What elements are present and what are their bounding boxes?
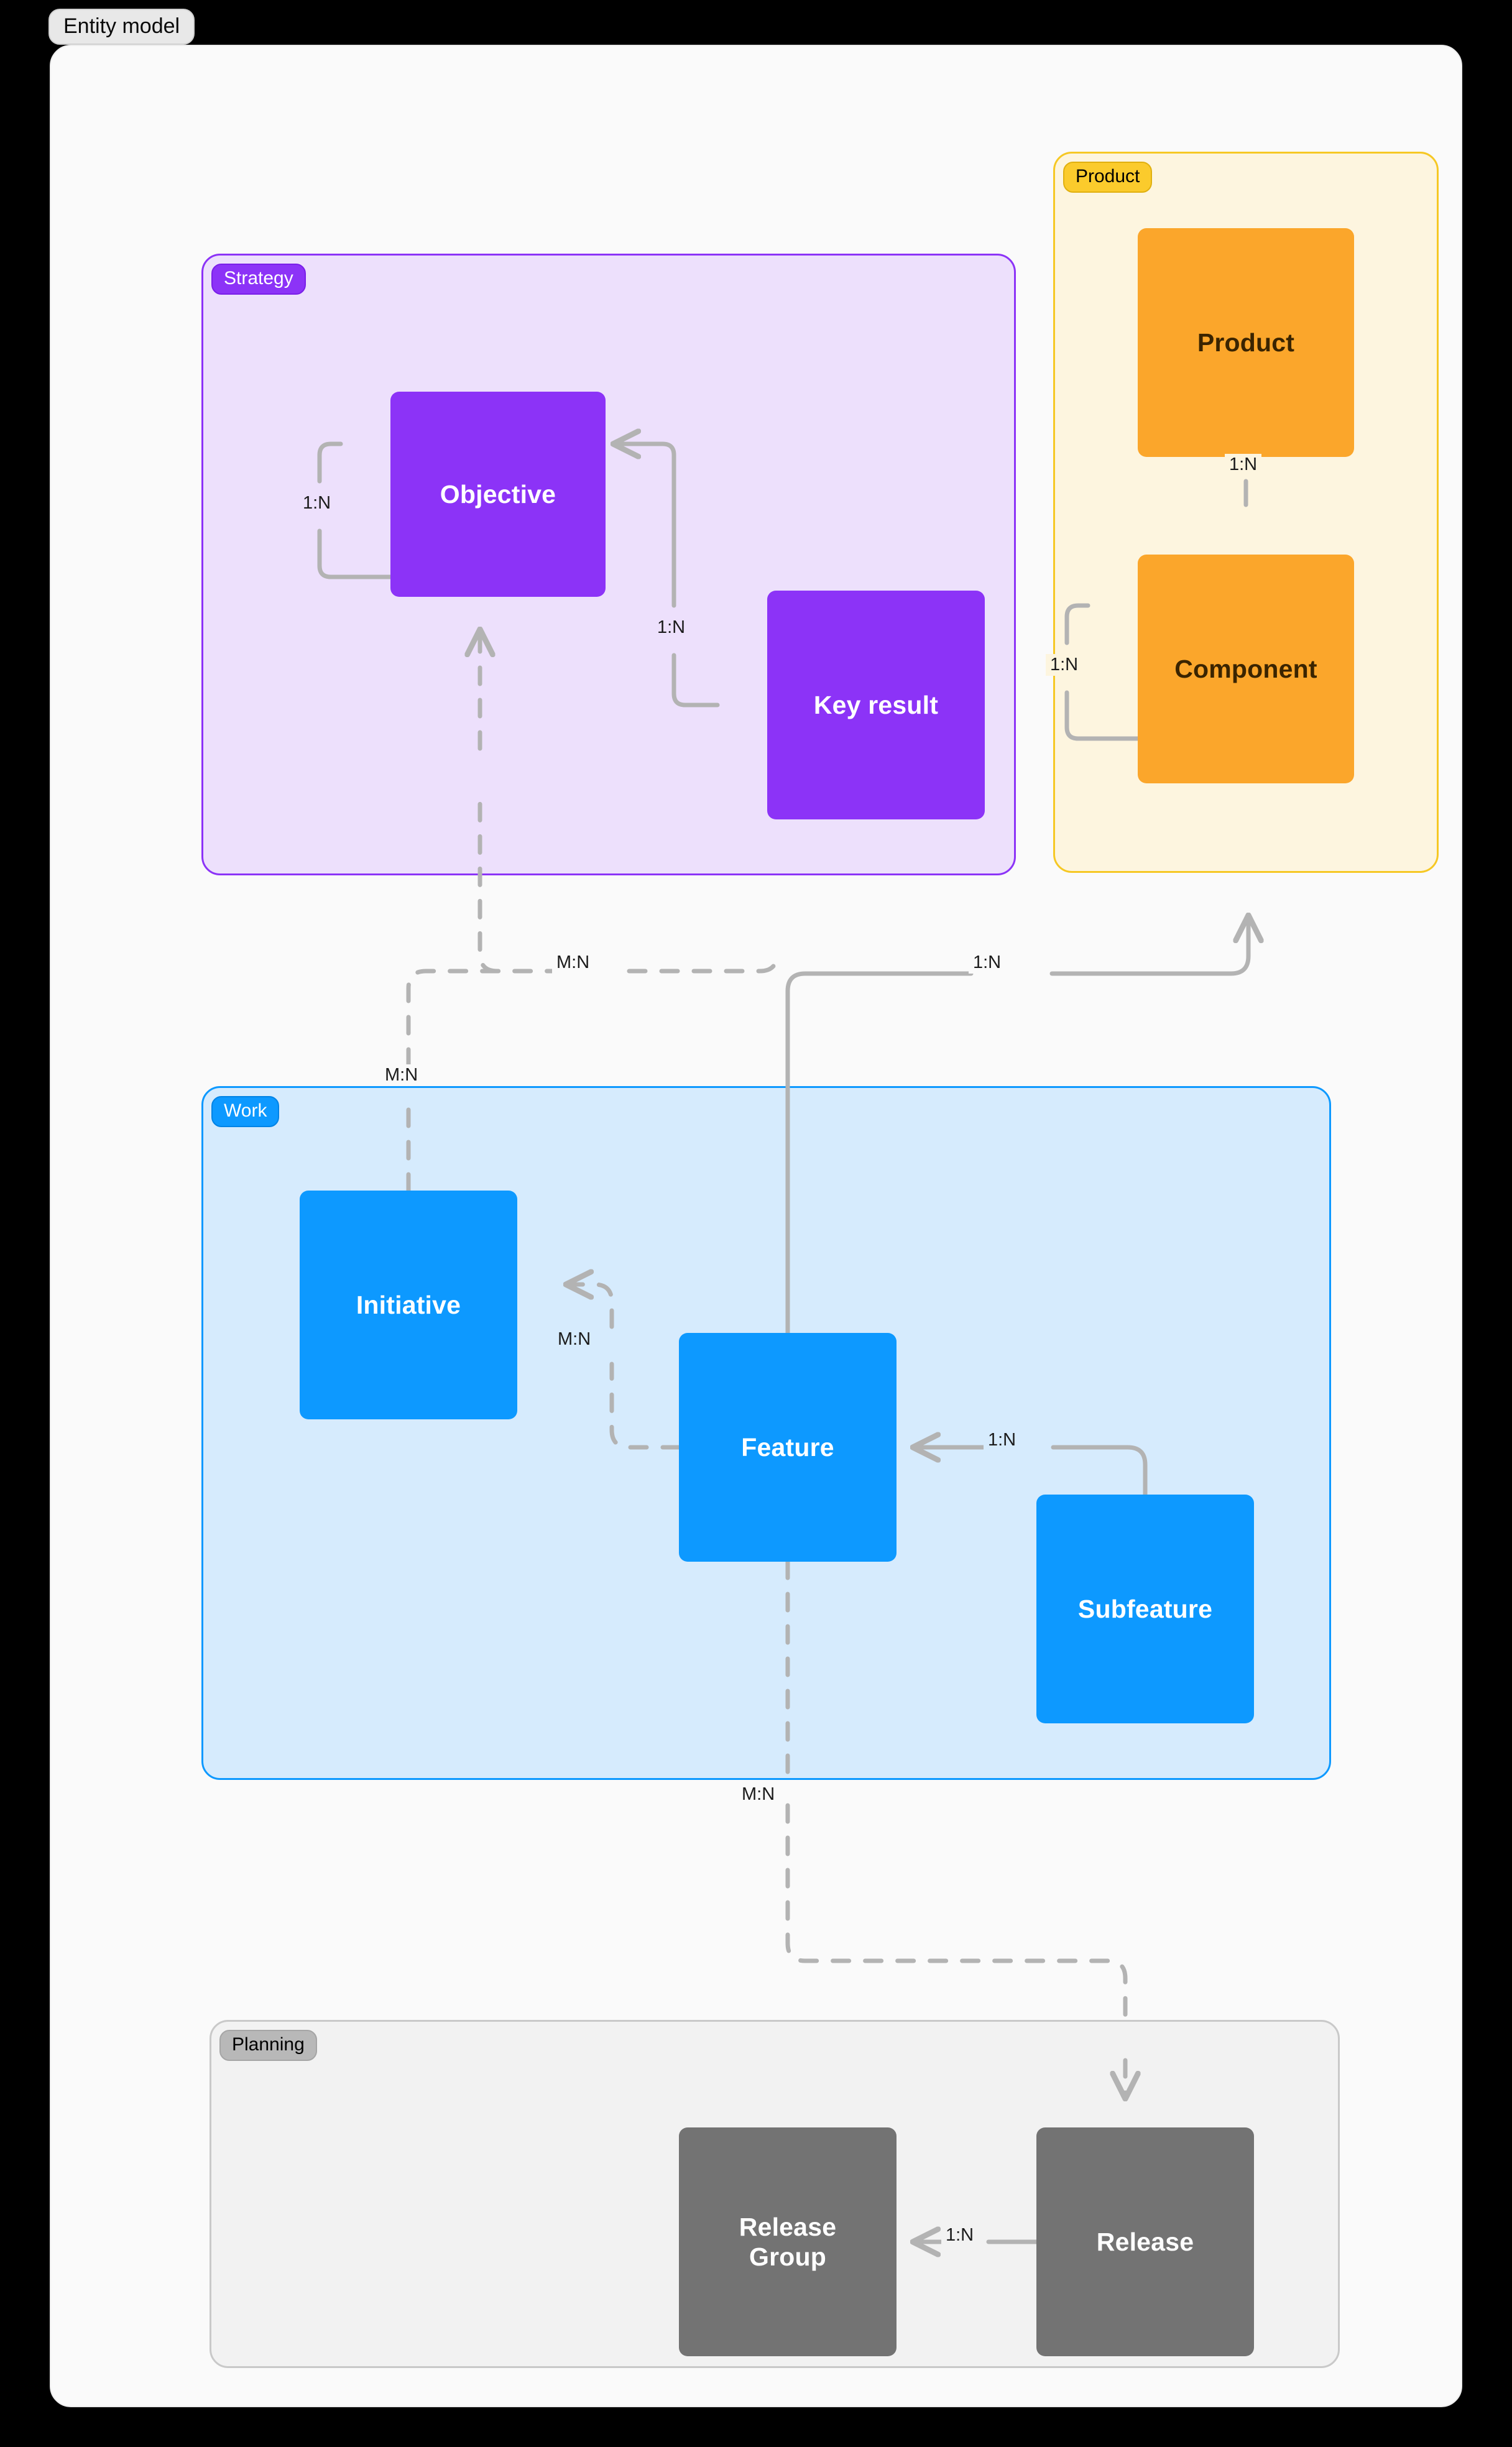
node-feature[interactable]: Feature	[679, 1333, 897, 1562]
edge-label-subfeature-feature: 1:N	[984, 1429, 1021, 1451]
node-product[interactable]: Product	[1138, 228, 1354, 457]
edge-label-objective-self: 1:N	[298, 492, 336, 514]
node-release[interactable]: Release	[1036, 2127, 1254, 2356]
node-initiative[interactable]: Initiative	[300, 1191, 517, 1419]
group-badge-product[interactable]: Product	[1063, 162, 1153, 193]
edge-label-feature-component: 1:N	[969, 952, 1006, 974]
edge-label-feature-release: M:N	[737, 1784, 780, 1805]
group-badge-planning[interactable]: Planning	[219, 2030, 317, 2061]
node-key-result[interactable]: Key result	[767, 591, 985, 819]
edge-label-component-self: 1:N	[1046, 654, 1083, 676]
node-component[interactable]: Component	[1138, 555, 1354, 783]
edge-label-release-release-group: 1:N	[941, 2224, 979, 2246]
node-subfeature[interactable]: Subfeature	[1036, 1495, 1254, 1723]
group-badge-work[interactable]: Work	[211, 1096, 280, 1127]
group-badge-strategy[interactable]: Strategy	[211, 264, 306, 295]
node-objective[interactable]: Objective	[390, 392, 606, 597]
edge-label-feature-initiative: M:N	[553, 1329, 596, 1350]
diagram-canvas: Objective Key result Product Component I…	[50, 45, 1462, 2407]
edge-label-key-result-objective: 1:N	[653, 617, 690, 638]
edge-label-initiative-objective-lower: M:N	[380, 1064, 423, 1086]
edge-label-component-product: 1:N	[1225, 454, 1262, 476]
diagram-title-badge: Entity model	[48, 9, 195, 45]
edge-label-initiative-objective-upper: M:N	[552, 952, 594, 974]
